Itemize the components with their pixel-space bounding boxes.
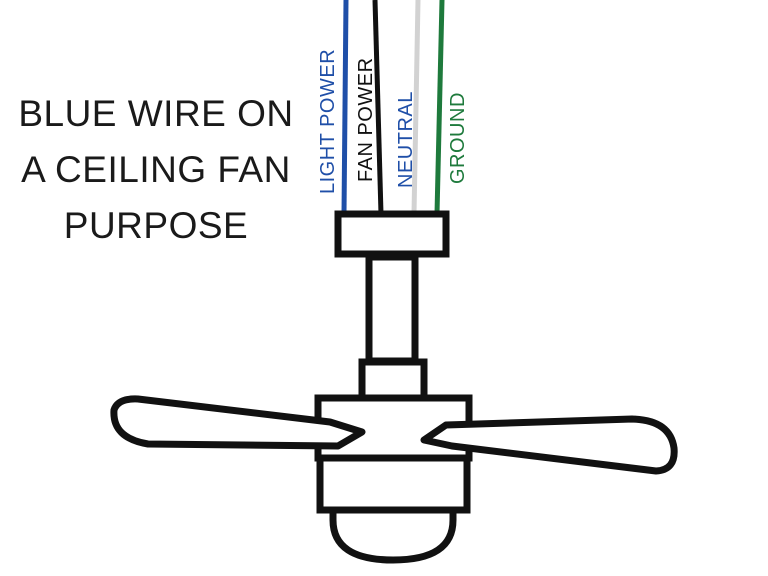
ceiling-mount xyxy=(334,210,450,258)
diagram-title: BLUE WIRE ON A CEILING FAN PURPOSE xyxy=(6,86,306,254)
wire-fan-power xyxy=(372,0,384,215)
label-light-power: LIGHT POWER xyxy=(317,49,339,194)
coupler xyxy=(358,358,428,402)
fan-blade-left xyxy=(110,395,366,450)
label-neutral: NEUTRAL xyxy=(395,91,417,188)
downrod xyxy=(365,253,419,365)
title-line-3: PURPOSE xyxy=(63,205,249,246)
label-ground: GROUND xyxy=(447,92,469,184)
label-fan-power: FAN POWER xyxy=(355,57,377,182)
wire-light-power xyxy=(341,0,349,215)
title-line-1: BLUE WIRE ON xyxy=(18,93,294,134)
wire-ground xyxy=(434,0,445,215)
motor-housing-bottom xyxy=(316,454,471,514)
fan-blade-right xyxy=(420,415,678,475)
light-kit-dome xyxy=(329,506,457,564)
title-line-2: A CEILING FAN xyxy=(21,149,291,190)
wire-neutral xyxy=(411,0,421,215)
